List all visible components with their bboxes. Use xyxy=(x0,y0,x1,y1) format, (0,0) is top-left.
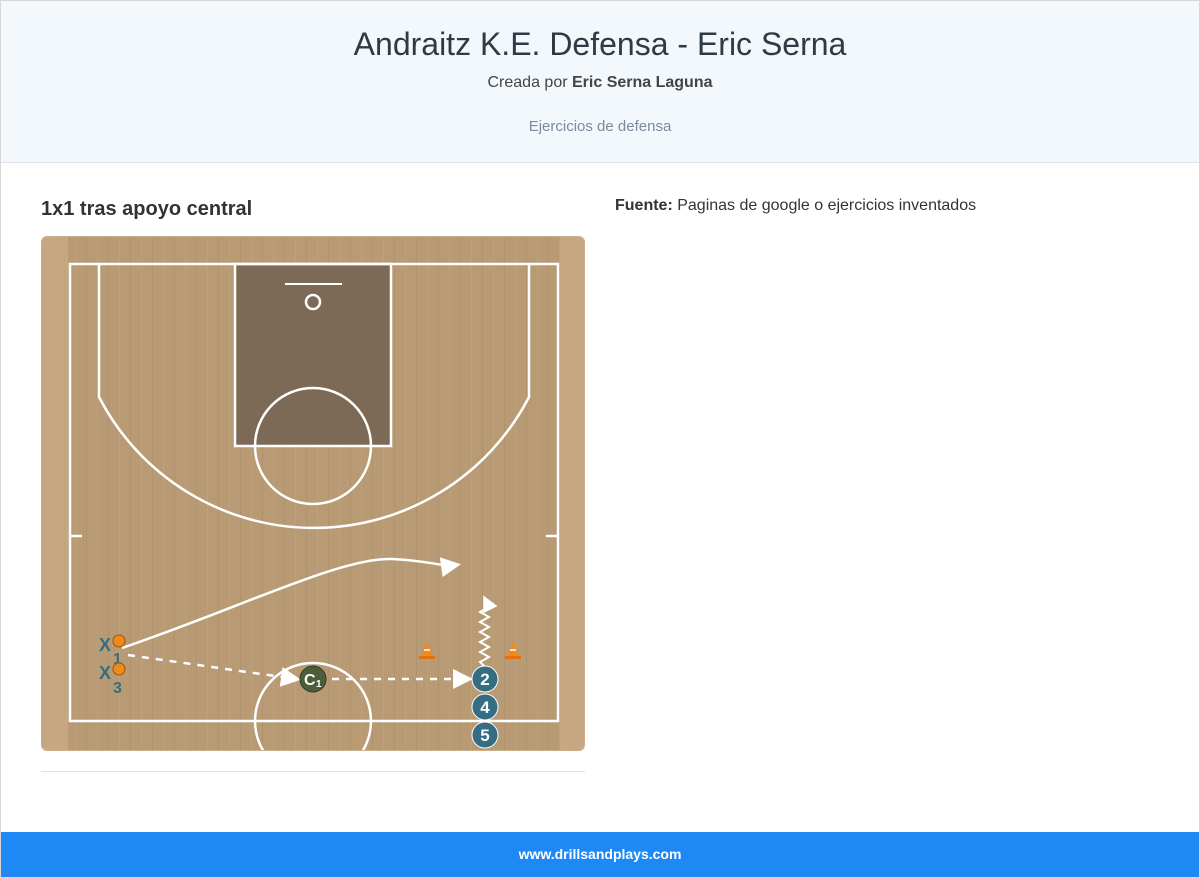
defender-x3-number: 3 xyxy=(113,680,122,697)
cone-icon xyxy=(419,641,435,659)
player-4[interactable]: 4 xyxy=(471,693,499,721)
player-2-label: 2 xyxy=(480,670,489,689)
defender-x3[interactable]: X 3 xyxy=(99,662,126,697)
cut-path xyxy=(121,557,461,650)
three-point-line xyxy=(97,264,531,530)
coach-c1[interactable]: C 1 xyxy=(299,665,327,693)
cone-icon xyxy=(505,641,521,659)
defender-x1-number: 1 xyxy=(113,651,122,668)
defender-x1[interactable]: X 1 xyxy=(99,634,126,668)
page-title: Andraitz K.E. Defensa - Eric Serna xyxy=(353,26,847,62)
player-4-label: 4 xyxy=(480,698,490,717)
source-label: Fuente: xyxy=(615,197,673,214)
coach-sub: 1 xyxy=(316,679,322,690)
author-name[interactable]: Eric Serna Laguna xyxy=(572,74,713,91)
basketball-icon xyxy=(112,662,126,676)
court-edge-right xyxy=(560,237,584,750)
category-link[interactable]: Ejercicios de defensa xyxy=(528,118,672,135)
author-line: Creada por Eric Serna Laguna xyxy=(1,74,1199,92)
divider xyxy=(41,771,585,772)
created-by-label: Creada por xyxy=(487,74,568,91)
paint-area xyxy=(233,262,393,448)
source-value: Paginas de google o ejercicios inventado… xyxy=(677,197,977,214)
court-diagram[interactable]: X 1 X 3 C 1 2 4 5 xyxy=(41,236,585,751)
page-header: Andraitz K.E. Defensa - Eric Serna Cread… xyxy=(1,1,1199,163)
player-5[interactable]: 5 xyxy=(471,721,499,749)
defender-x1-mark: X xyxy=(99,635,111,655)
player-2[interactable]: 2 xyxy=(471,665,499,693)
center-circle xyxy=(253,661,373,750)
court-edge-left xyxy=(42,237,68,750)
free-throw-circle xyxy=(253,386,373,506)
court-boundary xyxy=(68,262,560,723)
pass-line-1 xyxy=(127,653,301,687)
coach-label: C xyxy=(304,672,316,689)
source-line: Fuente: Paginas de google o ejercicios i… xyxy=(615,197,976,215)
defender-x3-mark: X xyxy=(99,663,111,683)
rim xyxy=(304,293,322,311)
drill-title: 1x1 tras apoyo central xyxy=(41,198,253,220)
player-5-label: 5 xyxy=(480,726,489,745)
footer-site-link[interactable]: www.drillsandplays.com xyxy=(518,846,682,862)
site-footer: www.drillsandplays.com xyxy=(1,832,1199,877)
basketball-icon xyxy=(112,634,126,648)
dribble-path xyxy=(477,595,498,668)
